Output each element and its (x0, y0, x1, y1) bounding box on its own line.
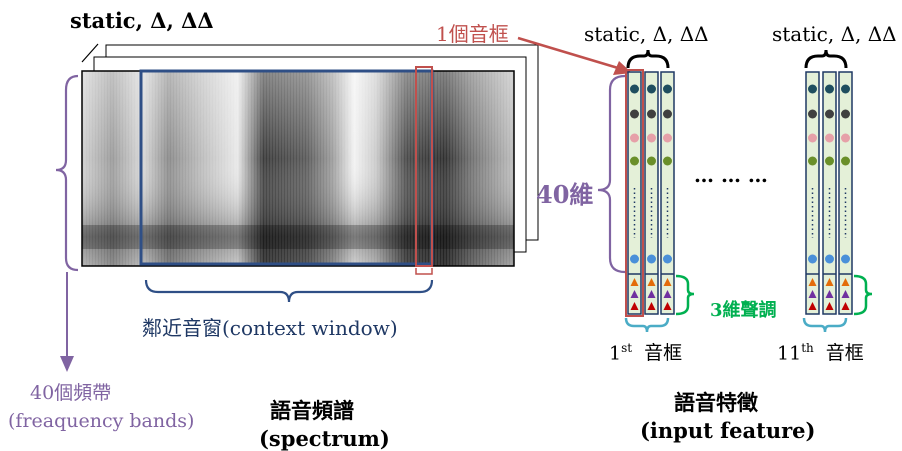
group2-label: static, Δ, ΔΔ (772, 22, 897, 46)
feature-dot (630, 109, 639, 119)
feature-dot (841, 84, 850, 94)
first-frame-label: 1st 音框 (609, 342, 682, 363)
spectrum-stack-label: static, Δ, ΔΔ (70, 8, 214, 33)
context-window-brace (144, 279, 434, 303)
tone-triangle (825, 302, 834, 310)
band-label-line-1: 40個頻帶 (30, 382, 112, 404)
feature-dot (841, 109, 850, 119)
tone-triangle (630, 290, 639, 298)
tone-triangle (825, 290, 834, 298)
feature-dot (630, 84, 639, 94)
tone-triangle (663, 302, 672, 310)
band-label-line-2: (freaquency bands) (8, 410, 195, 432)
feature-dot (841, 156, 850, 166)
group2-top-brace (804, 49, 848, 69)
feature-dot (825, 133, 834, 143)
tone-triangle (647, 302, 656, 310)
feature-column-highlight (625, 69, 644, 317)
group1-label: static, Δ, ΔΔ (584, 22, 709, 46)
first-frame-number: 1 (609, 342, 622, 365)
feature-dot (808, 254, 817, 264)
frame-arrow (517, 36, 619, 70)
feature-dot (647, 133, 656, 143)
context-window-label: 鄰近音窗(context window) (142, 316, 398, 340)
last-frame-number: 11 (777, 342, 802, 365)
feature-dot (825, 84, 834, 94)
feature-dot (663, 254, 672, 264)
feature-dot (663, 133, 672, 143)
first-frame-word: 音框 (644, 342, 683, 365)
tone-triangle (808, 302, 817, 310)
tone-triangle (630, 302, 639, 310)
spectrum-title-zh: 語音頻譜 (270, 398, 354, 423)
group1-bottom-brace (624, 317, 670, 333)
tone-brace-group2 (853, 274, 873, 316)
tone-triangle (808, 290, 817, 298)
feature-dot (808, 84, 817, 94)
feature-dot (808, 133, 817, 143)
feature-dot (808, 156, 817, 166)
feature-dot (647, 156, 656, 166)
ellipsis-label: … … … (694, 163, 768, 187)
single-frame-bracket (415, 268, 433, 275)
tone-label: 3維聲調 (710, 300, 777, 321)
feature-title-en: (input feature) (640, 418, 816, 443)
tone-triangle (825, 278, 834, 286)
feature-dot (808, 109, 817, 119)
feature-dot (630, 133, 639, 143)
feature-dot (663, 109, 672, 119)
feature-dot (663, 156, 672, 166)
last-frame-suffix: th (801, 341, 814, 355)
feature-dot (841, 133, 850, 143)
spectrum-title-en: (spectrum) (259, 426, 390, 451)
feature-column-marks (628, 84, 852, 310)
dims-label: 40維 (536, 180, 594, 209)
single-frame-highlight (415, 66, 433, 267)
tone-triangle (630, 278, 639, 286)
tone-triangle (841, 302, 850, 310)
tone-triangle (841, 290, 850, 298)
feature-dot (630, 156, 639, 166)
first-frame-suffix: st (621, 341, 633, 355)
last-frame-label: 11th 音框 (777, 342, 864, 363)
frame-label: 1個音框 (436, 22, 509, 46)
feature-dot (630, 254, 639, 264)
tone-triangle (647, 290, 656, 298)
feature-dot (647, 84, 656, 94)
feature-dot (841, 254, 850, 264)
feature-dot (825, 156, 834, 166)
dims-brace (597, 74, 626, 274)
spectrogram-image (81, 70, 515, 267)
tone-triangle (808, 278, 817, 286)
feature-dot (825, 254, 834, 264)
feature-dot (663, 84, 672, 94)
band-arrowhead (60, 356, 74, 372)
tone-triangle (647, 278, 656, 286)
group2-bottom-brace (802, 317, 848, 333)
feature-dot (647, 109, 656, 119)
tone-triangle (841, 278, 850, 286)
feature-dot (647, 254, 656, 264)
tone-triangle (663, 278, 672, 286)
last-frame-word: 音框 (825, 342, 864, 365)
band-brace (55, 74, 79, 272)
feature-dot (825, 109, 834, 119)
tone-brace-group1 (675, 274, 695, 316)
group1-top-brace (626, 49, 670, 69)
stack-depth-mark (81, 43, 99, 63)
tone-triangle (663, 290, 672, 298)
feature-title-zh: 語音特徵 (674, 390, 758, 415)
